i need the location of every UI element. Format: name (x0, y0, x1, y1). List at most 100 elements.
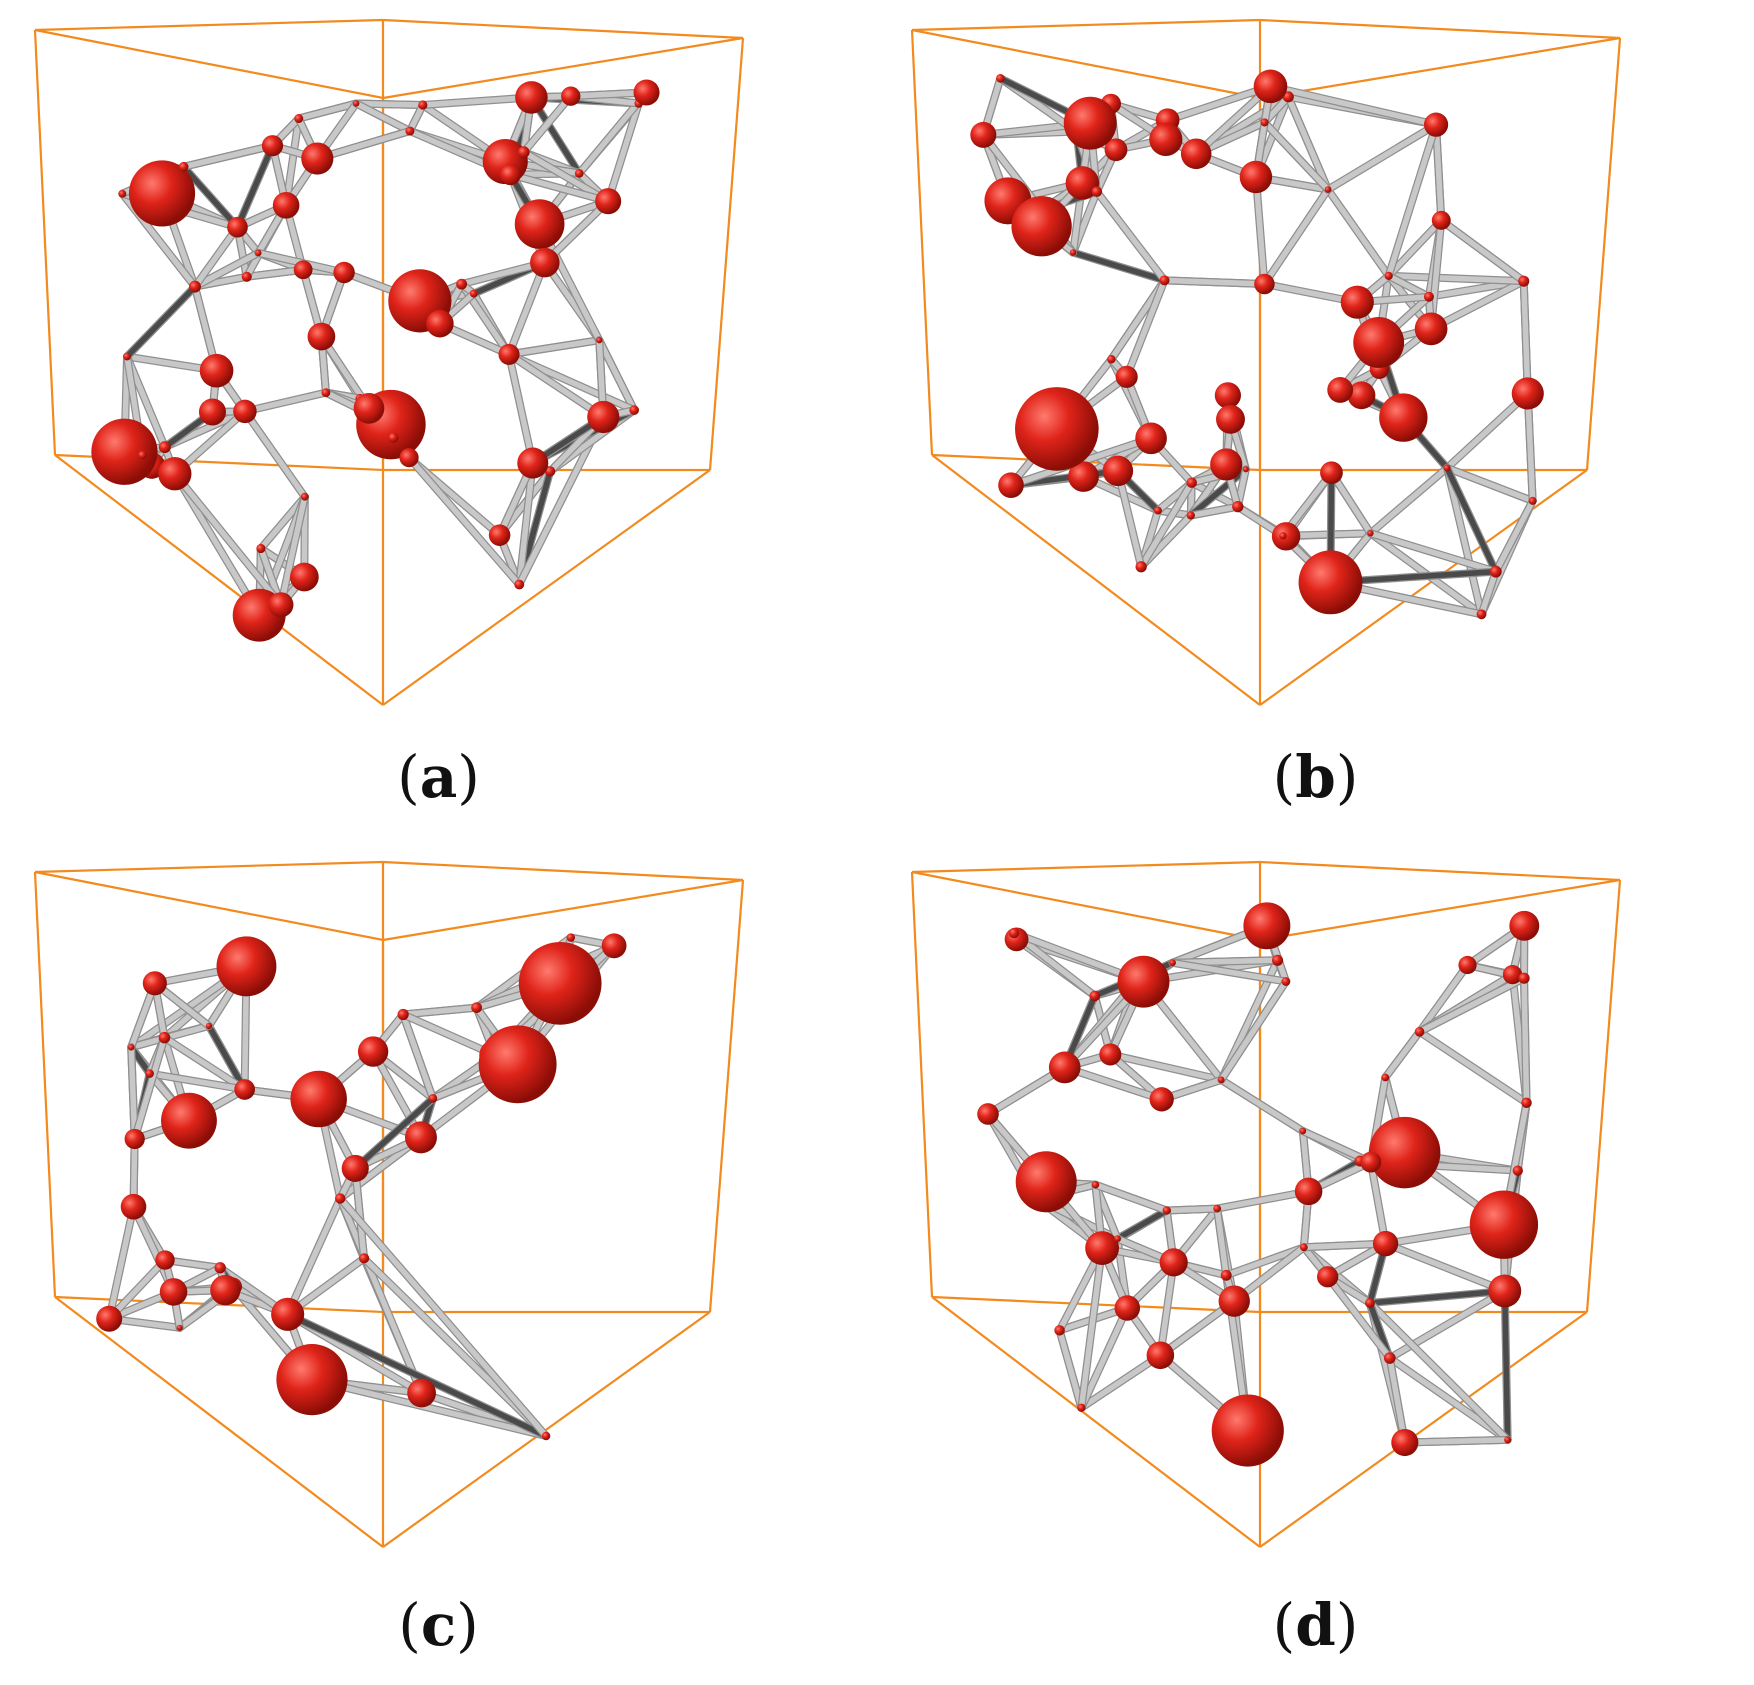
pore-network-a (33, 18, 745, 706)
pore (1488, 1274, 1522, 1308)
throat (1385, 121, 1439, 279)
pore (1347, 381, 1376, 410)
pore (123, 352, 131, 361)
box-edge (911, 28, 1261, 100)
caption-c: (c) (398, 1591, 479, 1659)
pore (488, 524, 511, 546)
throat (1161, 277, 1268, 287)
throat (1070, 249, 1168, 284)
pore (517, 447, 549, 479)
pore (1384, 271, 1393, 280)
pore (158, 1031, 171, 1044)
throat (1214, 1205, 1229, 1279)
pore (1114, 1235, 1121, 1243)
throat (596, 337, 637, 413)
throat (1094, 188, 1168, 284)
pore (499, 164, 521, 186)
throat (400, 1011, 436, 1102)
throat (1253, 174, 1268, 287)
pore (1431, 210, 1451, 230)
pore (426, 309, 454, 338)
pore (161, 1092, 217, 1149)
pore (601, 933, 627, 959)
box-edge (1259, 878, 1621, 942)
pore (261, 135, 284, 157)
pore (1159, 275, 1170, 286)
throat (420, 94, 535, 108)
throat (1261, 119, 1331, 193)
pore (1272, 954, 1284, 966)
throat (1438, 217, 1527, 284)
box-edge (1259, 36, 1621, 100)
pore (1048, 1051, 1081, 1084)
pore (333, 261, 355, 284)
throat (1123, 277, 1168, 380)
throat (1056, 1327, 1085, 1411)
pore (1458, 955, 1477, 975)
throat (1188, 503, 1241, 519)
pore (255, 249, 262, 257)
pore (321, 388, 331, 398)
pore (1489, 565, 1502, 578)
pore (1135, 561, 1147, 573)
throat (1416, 1029, 1530, 1106)
throat (1214, 1188, 1312, 1212)
throat (124, 283, 198, 360)
pore (1414, 1026, 1425, 1037)
throat (161, 1034, 248, 1093)
pore (1011, 196, 1072, 257)
pore (227, 216, 248, 238)
pore (127, 1043, 135, 1051)
panel-c: (c) (0, 842, 877, 1684)
pore (155, 1250, 175, 1270)
pore (1518, 275, 1530, 287)
box-edge (1585, 37, 1622, 471)
panel-a: (a) (0, 0, 877, 842)
pore-network-b (910, 18, 1622, 706)
pore (388, 432, 399, 443)
pore (996, 74, 1005, 83)
pore (158, 457, 192, 491)
throat (400, 1011, 498, 1059)
pore (256, 543, 266, 554)
pore (541, 1431, 551, 1441)
throat (337, 1195, 549, 1439)
throat (506, 351, 536, 466)
pore (1104, 138, 1128, 162)
pore (142, 971, 167, 996)
pore (1220, 1269, 1232, 1281)
pore (1117, 955, 1170, 1008)
caption-b: (b) (1272, 743, 1359, 811)
pore (1015, 387, 1099, 471)
throat (1301, 1240, 1389, 1251)
pore (234, 1079, 255, 1100)
pore (120, 1193, 147, 1220)
throat (1402, 1437, 1511, 1446)
pore (1162, 1206, 1171, 1215)
pore (1008, 927, 1020, 939)
throat (506, 259, 548, 358)
pore (290, 1070, 347, 1128)
throat (352, 1165, 367, 1262)
throat (1325, 121, 1439, 193)
throat (370, 1048, 424, 1141)
panel-b: (b) (877, 0, 1754, 842)
pore (334, 1193, 346, 1204)
throat (1385, 273, 1527, 284)
pore (1379, 393, 1428, 442)
pore (188, 280, 201, 293)
pore (1299, 1127, 1307, 1135)
throat (1428, 278, 1527, 332)
throat (131, 1034, 168, 1142)
throat (1011, 930, 1140, 983)
throat (1078, 1305, 1131, 1411)
pore (1518, 972, 1530, 984)
pore (1340, 285, 1374, 319)
pore (1154, 506, 1162, 515)
pore (478, 1025, 557, 1104)
pore (530, 247, 560, 278)
throat (1387, 1355, 1408, 1446)
throat (506, 337, 603, 358)
throat (283, 115, 302, 209)
throat (1444, 465, 1499, 575)
